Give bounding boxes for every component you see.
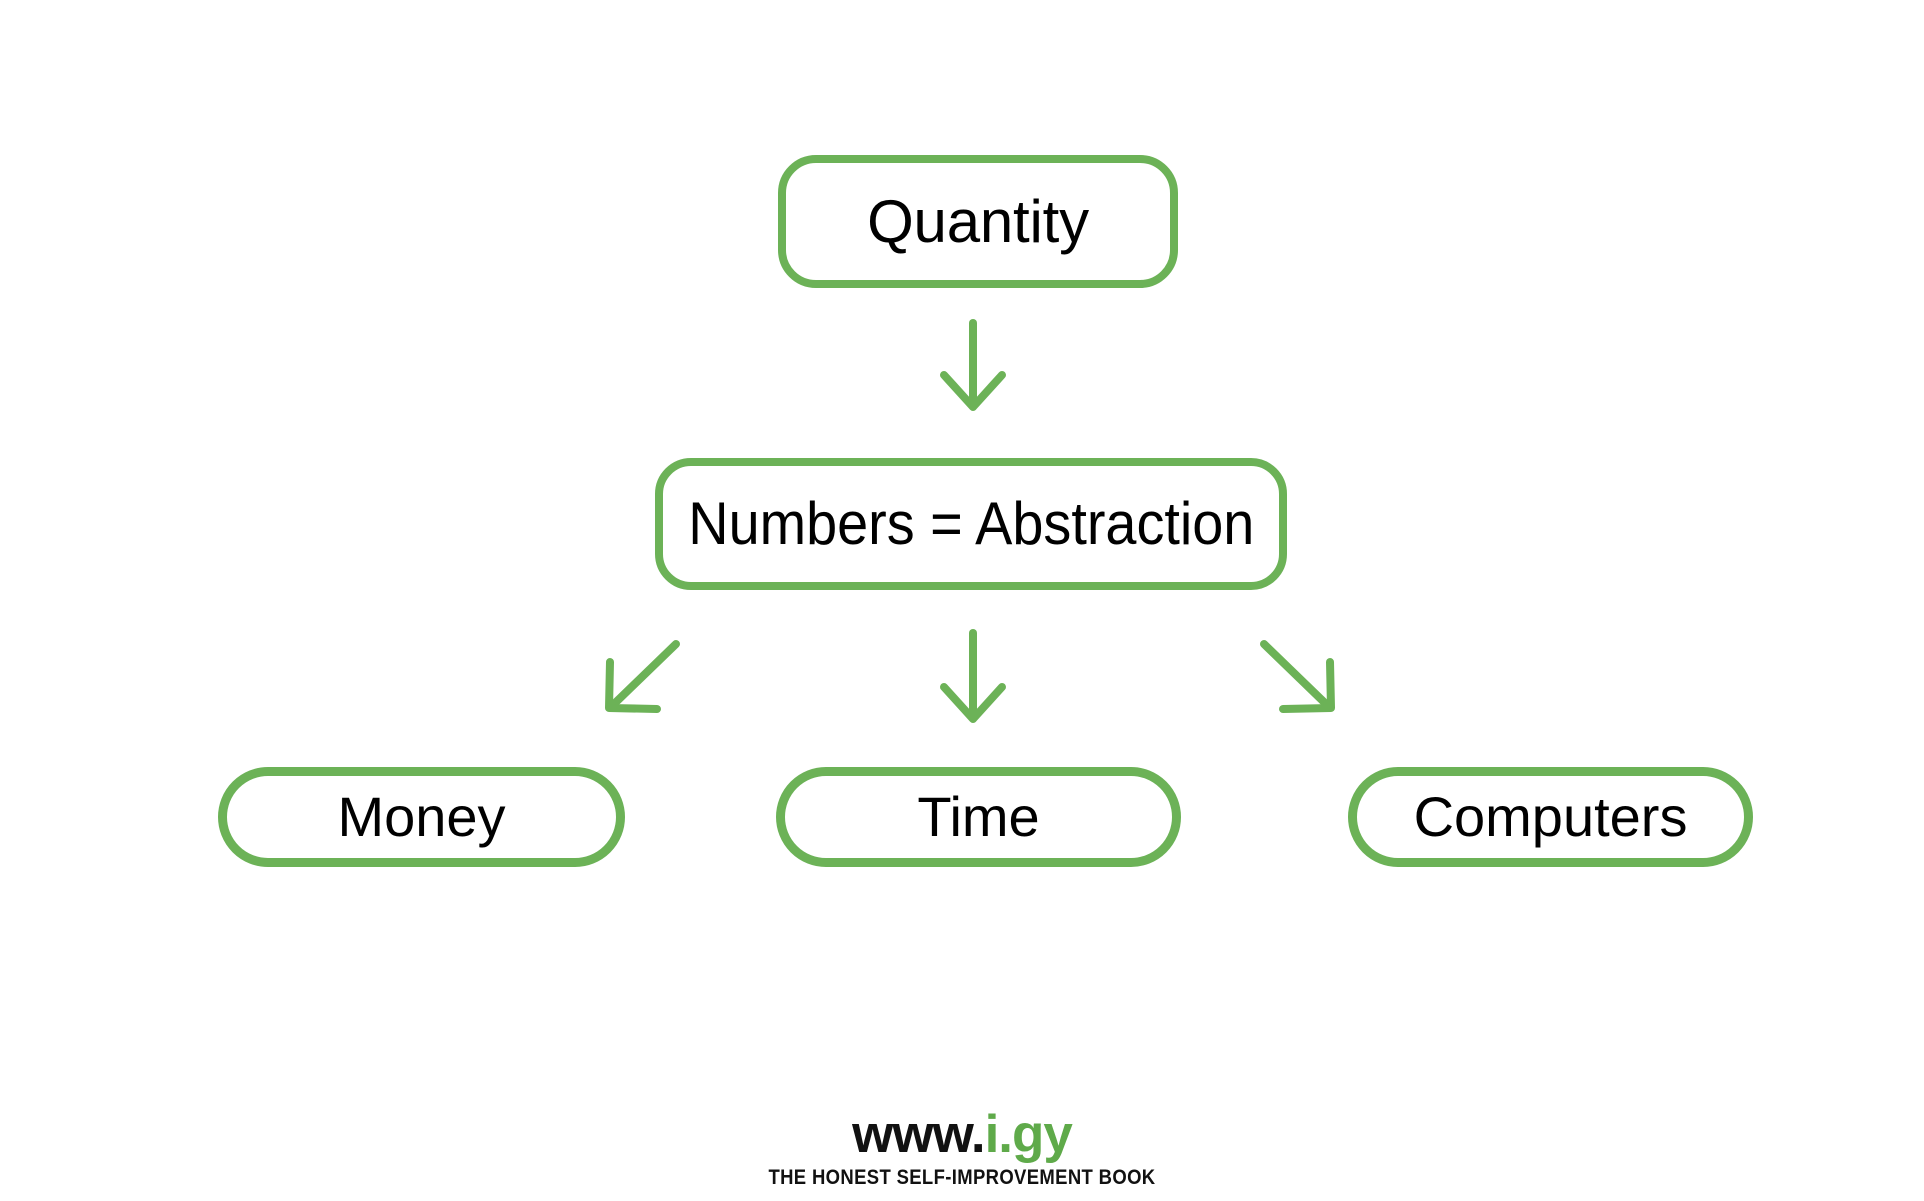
- node-time-label: Time: [917, 785, 1040, 848]
- node-numbers-abstraction[interactable]: Numbers = Abstraction: [655, 458, 1287, 590]
- node-computers[interactable]: Computers: [1348, 767, 1753, 867]
- node-numbers-abstraction-label: Numbers = Abstraction: [687, 490, 1255, 557]
- brand-wordmark: www.i.gy: [0, 1108, 1924, 1161]
- arrow-down-icon: [940, 629, 1006, 723]
- node-computers-label: Computers: [1413, 785, 1688, 848]
- node-money[interactable]: Money: [218, 767, 625, 867]
- node-quantity[interactable]: Quantity: [778, 155, 1178, 288]
- brand-name-text: i.gy: [984, 1105, 1073, 1164]
- arrow-down-left-icon: [605, 640, 680, 713]
- node-time[interactable]: Time: [776, 767, 1181, 867]
- arrow-down-icon: [940, 319, 1006, 411]
- brand-tagline: THE HONEST SELF-IMPROVEMENT BOOK: [768, 1166, 1156, 1189]
- footer-brand: www.i.gy THE HONEST SELF-IMPROVEMENT BOO…: [0, 1108, 1924, 1188]
- brand-www-text: www.: [852, 1105, 985, 1164]
- node-money-label: Money: [337, 785, 506, 848]
- arrow-down-right-icon: [1260, 640, 1335, 713]
- node-quantity-label: Quantity: [867, 187, 1089, 255]
